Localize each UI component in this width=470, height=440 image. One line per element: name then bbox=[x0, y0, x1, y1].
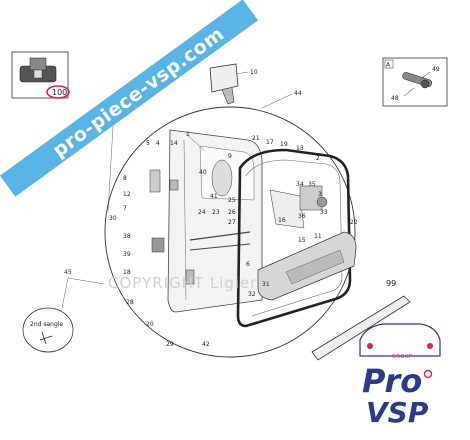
logo-group: GROUP bbox=[392, 354, 412, 360]
callout-4: 4 bbox=[156, 140, 160, 147]
callout-30: 30 bbox=[109, 215, 117, 222]
callout-2: 2 bbox=[316, 155, 320, 162]
callout-45: 45 bbox=[64, 269, 72, 276]
callout-7: 7 bbox=[123, 205, 127, 212]
callout-33: 33 bbox=[320, 209, 328, 216]
callout-32: 32 bbox=[248, 291, 256, 298]
callout-25: 25 bbox=[228, 197, 236, 204]
inset-label: 2nd sangle bbox=[30, 321, 63, 328]
callout-18: 18 bbox=[123, 269, 131, 276]
callout-99: 99 bbox=[386, 279, 396, 288]
callout-9: 9 bbox=[228, 153, 232, 160]
logo-line2: VSP bbox=[366, 396, 429, 429]
callout-19: 19 bbox=[280, 141, 288, 148]
callout-3: 3 bbox=[318, 191, 322, 198]
callout-41: 41 bbox=[210, 193, 218, 200]
callout-21: 21 bbox=[252, 135, 260, 142]
callout-27: 27 bbox=[228, 219, 236, 226]
callout-23: 23 bbox=[212, 209, 220, 216]
callout-10: 10 bbox=[250, 69, 258, 76]
callout-ring bbox=[46, 85, 70, 99]
inset-callout-48: 48 bbox=[391, 95, 399, 102]
callout-20: 20 bbox=[146, 321, 154, 328]
callout-5: 5 bbox=[146, 140, 150, 147]
leader-lines bbox=[61, 71, 293, 309]
callout-16: 16 bbox=[278, 217, 286, 224]
callout-26: 26 bbox=[228, 209, 236, 216]
callout-39: 39 bbox=[123, 251, 131, 258]
inset-number: 100 bbox=[52, 88, 67, 97]
callout-34: 34 bbox=[296, 181, 304, 188]
callout-24: 24 bbox=[198, 209, 206, 216]
inset-letter: A bbox=[386, 62, 391, 69]
trim-panel bbox=[257, 231, 357, 301]
inset-top-right: A 49 48 bbox=[382, 57, 448, 107]
strip-99 bbox=[311, 295, 411, 361]
callout-42: 42 bbox=[202, 341, 210, 348]
mirror bbox=[209, 63, 239, 105]
callout-17: 17 bbox=[266, 139, 274, 146]
callout-36: 36 bbox=[298, 213, 306, 220]
provsp-logo: GROUP Pro VSP bbox=[359, 323, 441, 429]
callout-8: 8 bbox=[123, 175, 127, 182]
callout-29: 29 bbox=[166, 341, 174, 348]
callout-14: 14 bbox=[170, 140, 178, 147]
callout-13: 13 bbox=[296, 145, 304, 152]
callout-12: 12 bbox=[123, 191, 131, 198]
callout-numbers: 10 44 43 1 21 17 19 13 2 5 4 14 8 12 7 3… bbox=[64, 69, 396, 348]
car-icon bbox=[359, 323, 441, 357]
callout-44: 44 bbox=[294, 90, 302, 97]
inset-top-left: 100 bbox=[11, 51, 70, 99]
callout-38: 38 bbox=[123, 233, 131, 240]
copyright-watermark: COPYRIGHT Ligier bbox=[108, 274, 257, 292]
inset-callout-49: 49 bbox=[432, 66, 440, 73]
callout-40: 40 bbox=[199, 169, 207, 176]
callout-15: 15 bbox=[298, 237, 306, 244]
callout-22: 22 bbox=[350, 219, 358, 226]
callout-1: 1 bbox=[186, 131, 190, 138]
logo-line1: Pro bbox=[362, 362, 422, 400]
callout-31: 31 bbox=[262, 281, 270, 288]
callout-28: 28 bbox=[126, 299, 134, 306]
callout-11: 11 bbox=[314, 233, 322, 240]
inset-bottom-left: 2nd sangle bbox=[22, 307, 74, 353]
callout-35: 35 bbox=[308, 181, 316, 188]
callout-6: 6 bbox=[246, 261, 250, 268]
door-frame bbox=[236, 148, 352, 328]
